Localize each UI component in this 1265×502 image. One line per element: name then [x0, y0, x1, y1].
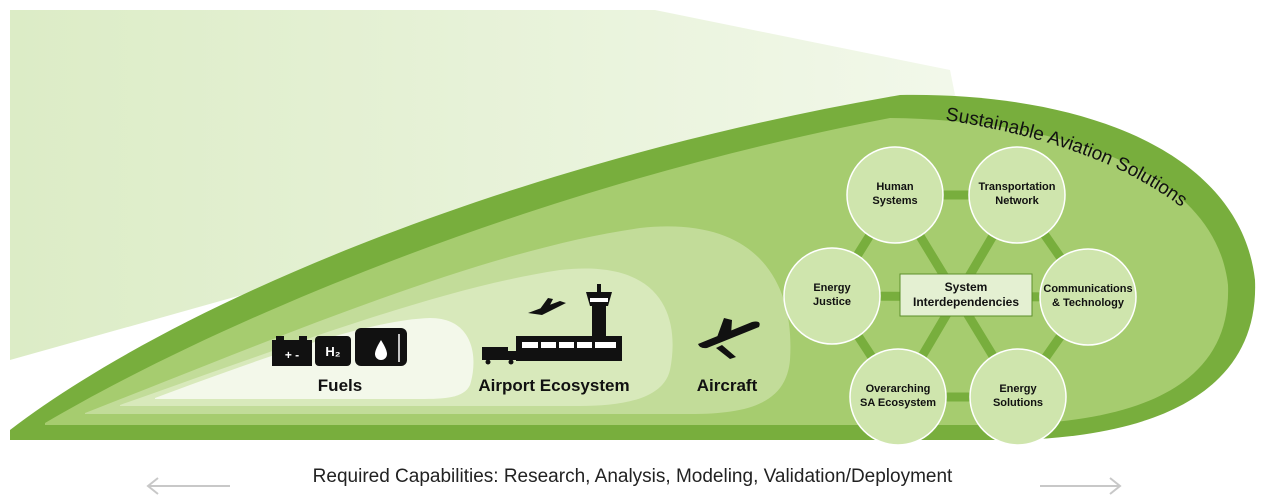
battery-icon: [272, 340, 312, 366]
node-circle: [968, 146, 1066, 244]
hydrogen-label: H₂: [325, 344, 340, 359]
node-label-line2: Justice: [813, 296, 851, 308]
node-circle: [849, 348, 947, 446]
system-interdependencies-hub: System Interdependencies: [899, 273, 1033, 317]
node-label-line1: Communications: [1043, 283, 1132, 295]
node-energy-solutions: Energy Solutions: [969, 348, 1067, 446]
footer-arrows: [146, 477, 1122, 495]
light-beam-background: [10, 10, 955, 360]
node-label-line1: Overarching: [866, 383, 931, 395]
control-tower-icon: [592, 306, 606, 336]
node-overarching-sa-ecosystem: Overarching SA Ecosystem: [849, 348, 947, 446]
truck-icon: [482, 347, 508, 360]
node-label-line2: SA Ecosystem: [860, 397, 936, 409]
fuel-drop-icon: [375, 340, 387, 360]
hub-label-line1: System: [945, 280, 988, 294]
node-circle: [846, 146, 944, 244]
fuel-icons: + - H₂: [272, 328, 407, 366]
node-label-line2: Network: [995, 195, 1039, 207]
node-label-line1: Human: [876, 181, 914, 193]
fuels-label: Fuels: [318, 376, 362, 395]
aircraft-icon: [698, 318, 760, 359]
node-label-line2: & Technology: [1052, 297, 1125, 309]
required-capabilities-caption: Required Capabilities: Research, Analysi…: [312, 466, 953, 487]
hydrogen-tank-icon: [315, 336, 351, 366]
hub-box: [899, 273, 1033, 317]
aircraft-label: Aircraft: [697, 376, 758, 395]
node-human-systems: Human Systems: [846, 146, 944, 244]
airport-icons: [482, 284, 622, 365]
airport-ecosystem-label: Airport Ecosystem: [478, 376, 629, 395]
node-transportation-network: Transportation Network: [968, 146, 1066, 244]
node-label-line2: Systems: [872, 195, 917, 207]
terminal-building-icon: [516, 336, 622, 361]
node-communications-technology: Communications & Technology: [1039, 248, 1137, 346]
node-energy-justice: Energy Justice: [783, 247, 881, 345]
node-label-line1: Energy: [813, 282, 851, 294]
node-circle: [1039, 248, 1137, 346]
node-circle: [783, 247, 881, 345]
node-label-line1: Energy: [999, 383, 1037, 395]
departing-plane-icon: [528, 298, 566, 315]
hub-label-line2: Interdependencies: [913, 295, 1019, 309]
node-circle: [969, 348, 1067, 446]
node-label-line2: Solutions: [993, 397, 1043, 409]
battery-sign-label: + -: [285, 348, 299, 362]
node-label-line1: Transportation: [978, 181, 1055, 193]
